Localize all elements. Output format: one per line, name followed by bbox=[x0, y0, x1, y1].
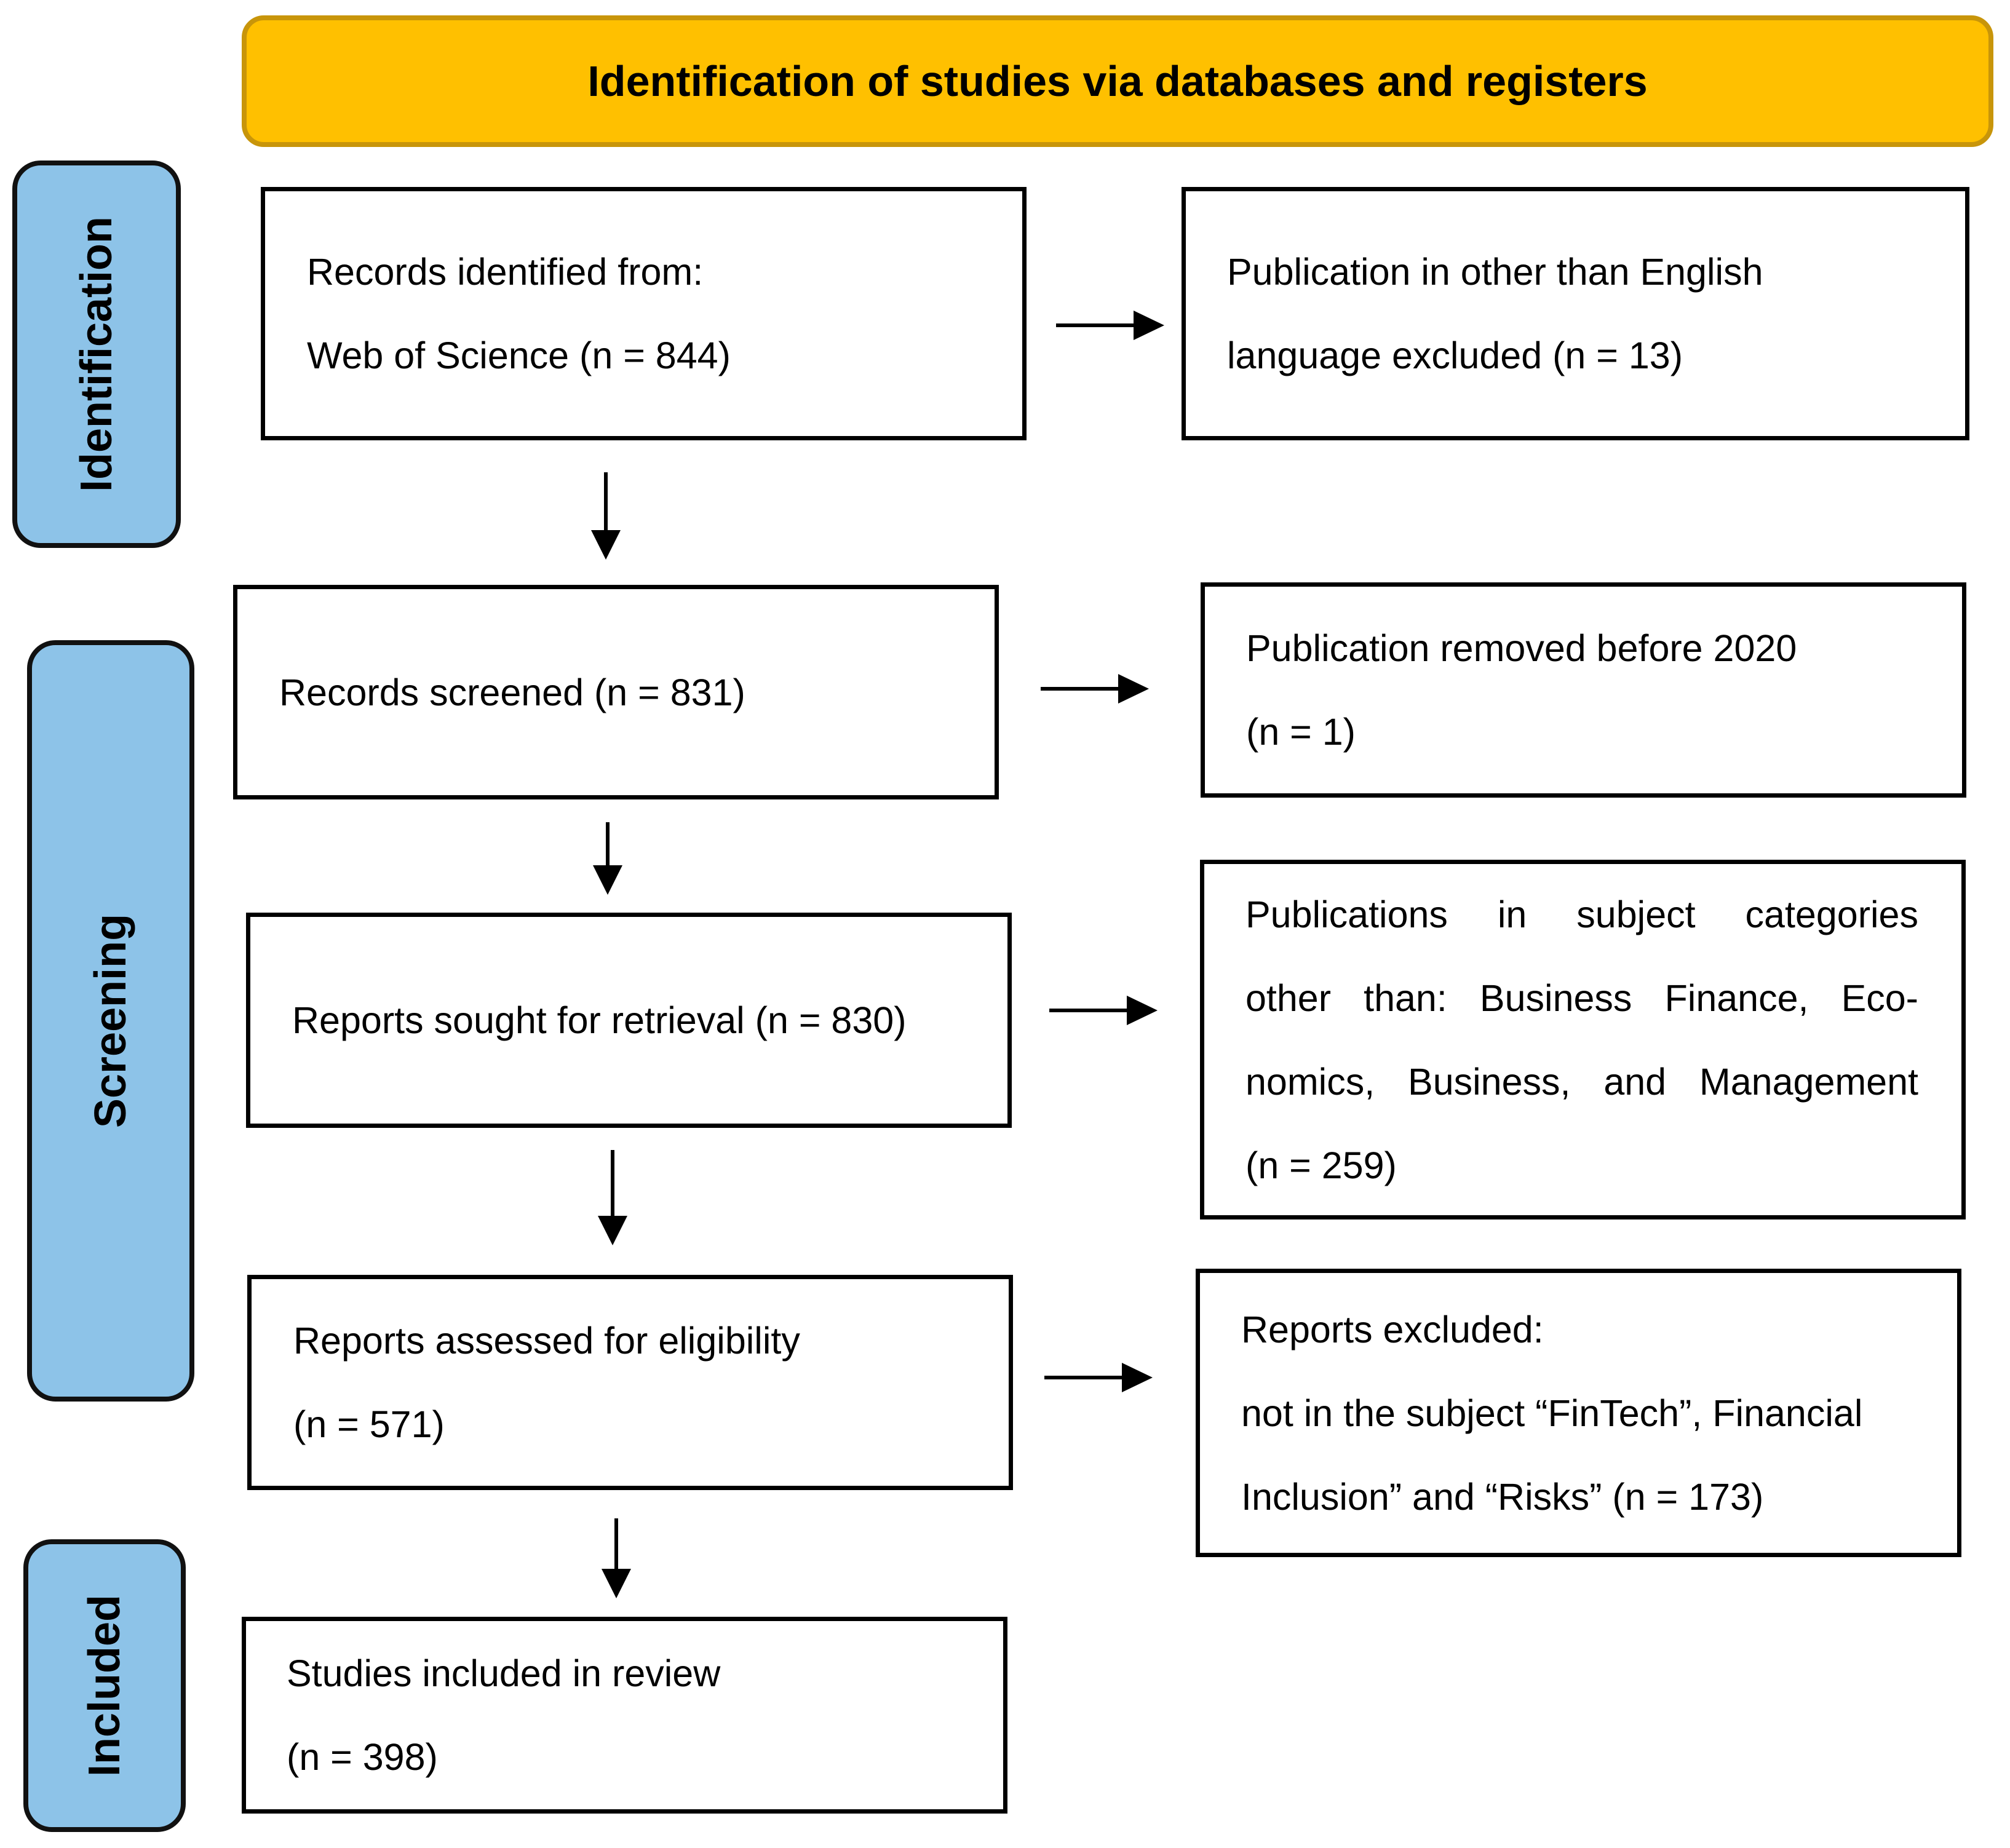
arrow-down-2 bbox=[592, 822, 624, 895]
records-identified-box: Records identified from: Web of Science … bbox=[261, 187, 1027, 440]
excluded-language-line2: language excluded (n = 13) bbox=[1227, 335, 1683, 376]
reports-assessed-line1: Reports assessed for eligibility bbox=[293, 1320, 800, 1362]
arrow-right-4 bbox=[1044, 1362, 1153, 1394]
removed-before-2020-box: Publication removed before 2020 (n = 1) bbox=[1201, 582, 1966, 798]
subject-categories-line4: (n = 259) bbox=[1245, 1144, 1397, 1186]
excluded-language-line1: Publication in other than English bbox=[1227, 251, 1763, 293]
reports-excluded-line1: Reports excluded: bbox=[1241, 1308, 1544, 1350]
banner-title: Identification of studies via databases … bbox=[587, 57, 1648, 105]
arrow-right-2 bbox=[1041, 673, 1149, 705]
reports-sought-line1: Reports sought for retrieval (n = 830) bbox=[292, 999, 907, 1041]
records-identified-line1: Records identified from: bbox=[307, 251, 704, 293]
records-identified-line2: Web of Science (n = 844) bbox=[307, 335, 731, 376]
subject-categories-box: Publications in subject categories other… bbox=[1200, 860, 1966, 1219]
reports-assessed-line2: (n = 571) bbox=[293, 1403, 445, 1445]
subject-categories-line1: Publications in subject categories bbox=[1245, 893, 1918, 935]
reports-excluded-box: Reports excluded: not in the subject “Fi… bbox=[1196, 1269, 1961, 1557]
reports-assessed-box: Reports assessed for eligibility (n = 57… bbox=[247, 1275, 1013, 1490]
arrow-down-3 bbox=[597, 1150, 629, 1245]
arrow-right-3 bbox=[1049, 994, 1158, 1026]
removed-before-2020-line2: (n = 1) bbox=[1246, 711, 1356, 753]
excluded-language-box: Publication in other than English langua… bbox=[1182, 187, 1969, 440]
records-screened-line1: Records screened (n = 831) bbox=[279, 671, 745, 713]
arrow-right-1 bbox=[1056, 309, 1164, 341]
studies-included-box: Studies included in review (n = 398) bbox=[242, 1617, 1007, 1814]
arrow-down-1 bbox=[590, 472, 622, 560]
phase-screening-label: Screening bbox=[86, 913, 135, 1128]
phase-included: Included bbox=[23, 1539, 186, 1832]
reports-excluded-line2: not in the subject “FinTech”, Financial bbox=[1241, 1392, 1863, 1434]
removed-before-2020-line1: Publication removed before 2020 bbox=[1246, 627, 1797, 669]
reports-excluded-line3: Inclusion” and “Risks” (n = 173) bbox=[1241, 1475, 1764, 1518]
identification-banner: Identification of studies via databases … bbox=[242, 15, 1993, 147]
studies-included-line1: Studies included in review bbox=[287, 1652, 721, 1694]
subject-categories-line3: nomics, Business, and Management bbox=[1245, 1060, 1918, 1103]
arrow-down-4 bbox=[600, 1518, 632, 1598]
phase-identification-label: Identification bbox=[72, 216, 121, 492]
subject-categories-line2: other than: Business Finance, Eco- bbox=[1245, 977, 1918, 1019]
records-screened-box: Records screened (n = 831) bbox=[233, 585, 999, 799]
reports-sought-box: Reports sought for retrieval (n = 830) bbox=[246, 913, 1012, 1128]
phase-screening: Screening bbox=[27, 640, 194, 1402]
phase-identification: Identification bbox=[12, 161, 181, 548]
studies-included-line2: (n = 398) bbox=[287, 1736, 438, 1778]
phase-included-label: Included bbox=[80, 1594, 129, 1777]
